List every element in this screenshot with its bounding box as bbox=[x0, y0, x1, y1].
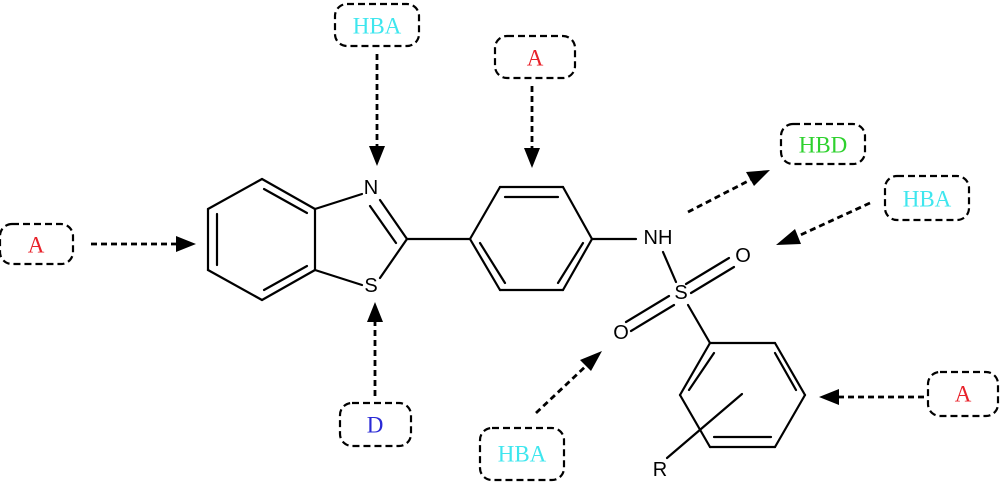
feature-a-top-label: A bbox=[527, 46, 544, 71]
atom-s: S bbox=[364, 275, 377, 297]
feature-a-right-label: A bbox=[955, 382, 972, 407]
feature-hba-bottom-label: HBA bbox=[498, 442, 547, 467]
feature-hbd: HBD bbox=[779, 122, 867, 166]
atom-o-bottom: O bbox=[613, 322, 629, 344]
arrow-a-right bbox=[819, 389, 924, 405]
arrow-hba-right bbox=[776, 201, 871, 245]
atom-o-top: O bbox=[735, 245, 751, 267]
feature-hba-bottom: HBA bbox=[478, 426, 566, 482]
feature-a-right: A bbox=[926, 370, 1000, 418]
feature-hba-right-label: HBA bbox=[903, 187, 952, 212]
atom-n: N bbox=[364, 177, 378, 199]
feature-hbd-label: HBD bbox=[799, 133, 848, 158]
atom-sulfonyl-s: S bbox=[674, 282, 687, 304]
phenylene-ring bbox=[468, 185, 594, 292]
sulfonamide-bonds bbox=[590, 237, 736, 345]
thiazole-ring bbox=[313, 192, 409, 287]
feature-hba-top-label: HBA bbox=[353, 14, 402, 39]
arrow-a-top bbox=[524, 86, 540, 168]
feature-hba-right: HBA bbox=[883, 174, 971, 222]
feature-hba-top: HBA bbox=[333, 2, 421, 48]
benzothiazole-benzene-ring bbox=[206, 177, 317, 302]
atom-r: R bbox=[653, 459, 667, 481]
arrow-a-left bbox=[91, 236, 196, 252]
arrow-d bbox=[367, 302, 383, 396]
arrow-hbd bbox=[687, 170, 770, 214]
arrow-hba-bottom bbox=[535, 351, 602, 415]
feature-a-top: A bbox=[493, 34, 577, 80]
feature-a-left-label: A bbox=[28, 233, 45, 258]
arrow-hba-top bbox=[369, 54, 385, 166]
benzenesulfonyl-ring bbox=[665, 341, 807, 460]
feature-a-left: A bbox=[0, 222, 75, 266]
feature-d-label: D bbox=[367, 413, 384, 438]
feature-d: D bbox=[338, 401, 413, 448]
atom-nh: NH bbox=[644, 227, 673, 249]
